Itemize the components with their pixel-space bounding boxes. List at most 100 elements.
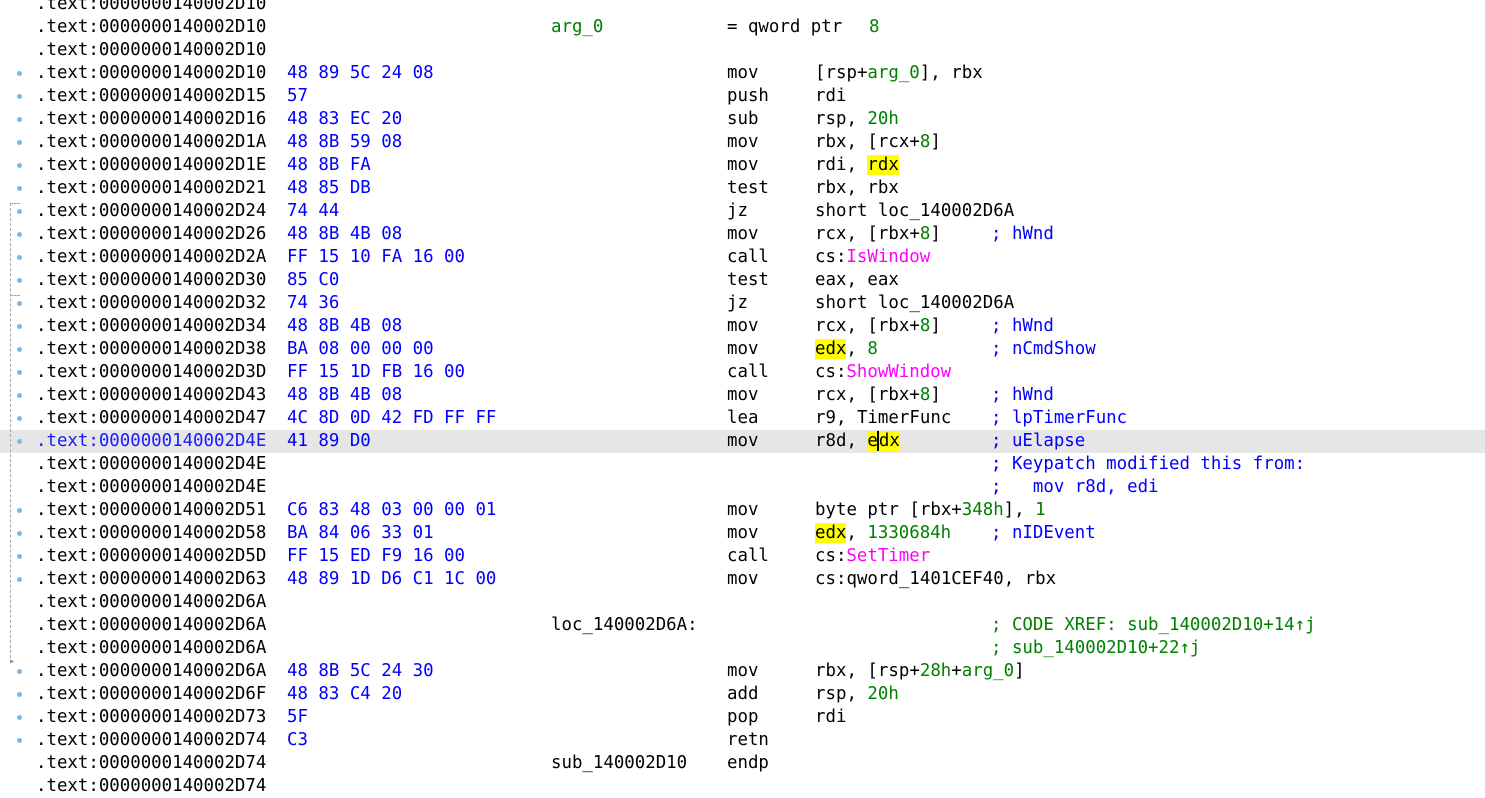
address[interactable]: .text:0000000140002D74 [36,776,267,796]
code-label[interactable]: loc_140002D6A: [551,615,698,635]
address[interactable]: .text:0000000140002D34 [36,316,267,336]
address[interactable]: .text:0000000140002D73 [36,707,267,727]
address[interactable]: .text:0000000140002D38 [36,339,267,359]
mnemonic[interactable]: = qword ptr [727,17,843,37]
listing-line[interactable]: .text:0000000140002D6A [0,591,1485,614]
mnemonic[interactable]: jz [727,293,748,313]
mnemonic[interactable]: lea [727,408,759,428]
address[interactable]: .text:0000000140002D10 [36,17,267,37]
operands[interactable]: short loc_140002D6A [815,201,1015,221]
mnemonic[interactable]: test [727,270,769,290]
address[interactable]: .text:0000000140002D4E [36,454,267,474]
address[interactable]: .text:0000000140002D4E [36,477,267,497]
listing-line[interactable]: .text:0000000140002D10 arg_0 = qword ptr 8 [0,16,1485,39]
operands[interactable]: cs:ShowWindow [815,362,952,382]
address[interactable]: .text:0000000140002D5D [36,546,267,566]
operands[interactable]: cs:IsWindow [815,247,931,267]
operands[interactable]: rbx, [rsp+28h+arg_0] [815,661,1025,681]
address[interactable]: .text:0000000140002D6A [36,592,267,612]
operands[interactable]: short loc_140002D6A [815,293,1015,313]
address[interactable]: .text:0000000140002D21 [36,178,267,198]
address[interactable]: .text:0000000140002D43 [36,385,267,405]
mnemonic[interactable]: pop [727,707,759,727]
operands[interactable]: edx, 8 [815,339,878,359]
mnemonic[interactable]: mov [727,523,759,543]
address[interactable]: .text:0000000140002D32 [36,293,267,313]
operands[interactable]: r9, TimerFunc [815,408,952,428]
operands[interactable]: eax, eax [815,270,899,290]
address[interactable]: .text:0000000140002D51 [36,500,267,520]
operands[interactable]: rcx, [rbx+8] [815,385,941,405]
operands[interactable]: rcx, [rbx+8] [815,316,941,336]
address[interactable]: .text:0000000140002D30 [36,270,267,290]
operands[interactable]: rbx, rbx [815,178,899,198]
mnemonic[interactable]: mov [727,431,759,451]
address[interactable]: .text:0000000140002D10 [36,0,267,14]
mnemonic[interactable]: call [727,247,769,267]
address[interactable]: .text:0000000140002D6A [36,638,267,658]
listing-line[interactable]: .text:0000000140002D10 [0,0,1485,16]
address[interactable]: .text:0000000140002D16 [36,109,267,129]
code-label[interactable]: sub_140002D10 [551,753,688,773]
address[interactable]: .text:0000000140002D4E [36,431,267,451]
mnemonic[interactable]: mov [727,339,759,359]
mnemonic[interactable]: mov [727,385,759,405]
address[interactable]: .text:0000000140002D2A [36,247,267,267]
mnemonic[interactable]: mov [727,661,759,681]
mnemonic[interactable]: push [727,86,769,106]
operands[interactable]: rsp, 20h [815,109,899,129]
operands[interactable]: rbx, [rcx+8] [815,132,941,152]
operands[interactable]: [rsp+arg_0], rbx [815,63,983,83]
address[interactable]: .text:0000000140002D26 [36,224,267,244]
mnemonic[interactable]: mov [727,316,759,336]
address[interactable]: .text:0000000140002D10 [36,63,267,83]
address[interactable]: .text:0000000140002D3D [36,362,267,382]
operands[interactable]: 8 [869,17,880,37]
operands[interactable]: cs:qword_1401CEF40, rbx [815,569,1057,589]
operands[interactable]: r8d, edx [815,431,900,451]
operands[interactable]: rdi [815,86,847,106]
address[interactable]: .text:0000000140002D1E [36,155,267,175]
operands[interactable]: rdi [815,707,847,727]
mnemonic[interactable]: mov [727,155,759,175]
mnemonic[interactable]: add [727,684,759,704]
address[interactable]: .text:0000000140002D6A [36,615,267,635]
operands[interactable]: rsp, 20h [815,684,899,704]
mnemonic[interactable]: sub [727,109,759,129]
mnemonic[interactable]: mov [727,63,759,83]
mnemonic[interactable]: test [727,178,769,198]
address[interactable]: .text:0000000140002D74 [36,753,267,773]
operands[interactable]: edx, 1330684h [815,523,952,543]
code-label[interactable]: arg_0 [551,17,604,37]
address[interactable]: .text:0000000140002D1A [36,132,267,152]
mnemonic[interactable]: mov [727,569,759,589]
mnemonic[interactable]: mov [727,224,759,244]
address[interactable]: .text:0000000140002D6F [36,684,267,704]
operands[interactable]: cs:SetTimer [815,546,931,566]
listing-line[interactable]: .text:0000000140002D4E; Keypatch modifie… [0,453,1485,476]
address[interactable]: .text:0000000140002D10 [36,40,267,60]
mnemonic[interactable]: call [727,362,769,382]
